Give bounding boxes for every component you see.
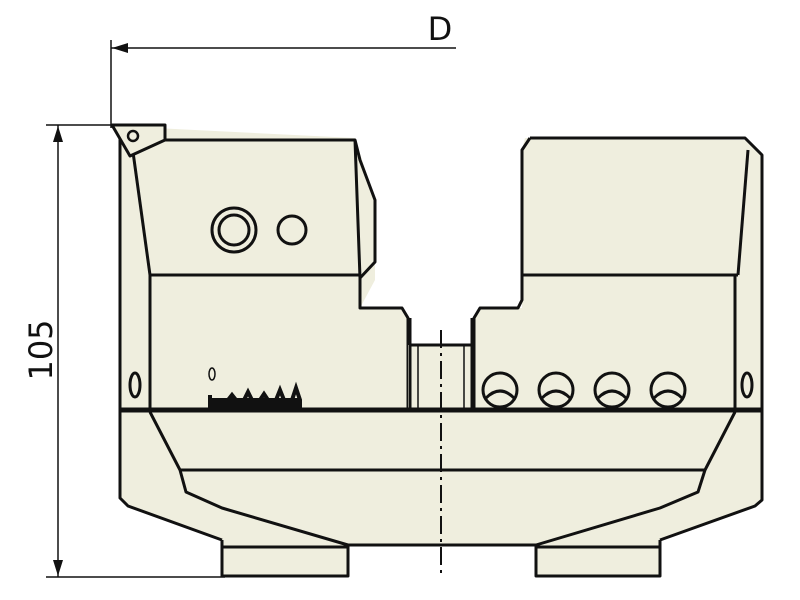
left-jaw-top-profile bbox=[150, 138, 377, 280]
left-jaw-serration-block bbox=[210, 398, 300, 410]
cutting-insert bbox=[110, 123, 167, 158]
left-jaw-pin-hole bbox=[276, 214, 308, 246]
dimension-105: 105 bbox=[22, 124, 225, 578]
left-jaw-marker bbox=[208, 367, 216, 381]
right-jaw-slot bbox=[740, 371, 754, 399]
right-jaw-inner-profile bbox=[472, 137, 532, 410]
right-jaw-slant bbox=[736, 149, 750, 276]
bolt-hole-4 bbox=[649, 371, 687, 409]
arrowhead-105-top bbox=[53, 126, 63, 142]
left-jaw bbox=[118, 127, 410, 410]
arrowhead-d bbox=[112, 43, 128, 53]
bolt-hole-3-inner bbox=[596, 389, 628, 400]
base-spigot bbox=[220, 540, 662, 578]
right-jaw bbox=[472, 136, 764, 410]
bolt-hole-1 bbox=[481, 371, 519, 409]
insert-body bbox=[110, 123, 167, 158]
arrowhead-105-bottom bbox=[53, 560, 63, 576]
bolt-hole-2 bbox=[537, 371, 575, 409]
right-jaw-bolt-row bbox=[481, 371, 687, 409]
dimension-label-105: 105 bbox=[22, 319, 60, 380]
left-jaw-slot bbox=[128, 371, 142, 399]
dimension-label-d: D bbox=[428, 10, 453, 48]
right-jaw-outer-profile bbox=[530, 136, 764, 410]
base-chamfer-left bbox=[148, 411, 349, 547]
left-jaw-inner-profile bbox=[353, 139, 410, 410]
left-jaw-slant bbox=[131, 151, 152, 276]
dimension-d: D bbox=[110, 10, 456, 128]
bolt-hole-1-inner bbox=[484, 389, 516, 400]
bolt-hole-4-inner bbox=[652, 389, 684, 400]
bolt-hole-3 bbox=[593, 371, 631, 409]
left-jaw-bolt-hole-outer bbox=[210, 206, 258, 254]
base-chamfer-right bbox=[535, 411, 737, 547]
base-outline-left bbox=[118, 410, 223, 542]
bolt-hole-2-inner bbox=[540, 389, 572, 400]
insert-screw-icon bbox=[126, 129, 140, 143]
left-jaw-fill bbox=[120, 127, 408, 410]
base-outline-right bbox=[659, 410, 764, 542]
left-jaw-bolt-hole-inner bbox=[217, 213, 251, 247]
